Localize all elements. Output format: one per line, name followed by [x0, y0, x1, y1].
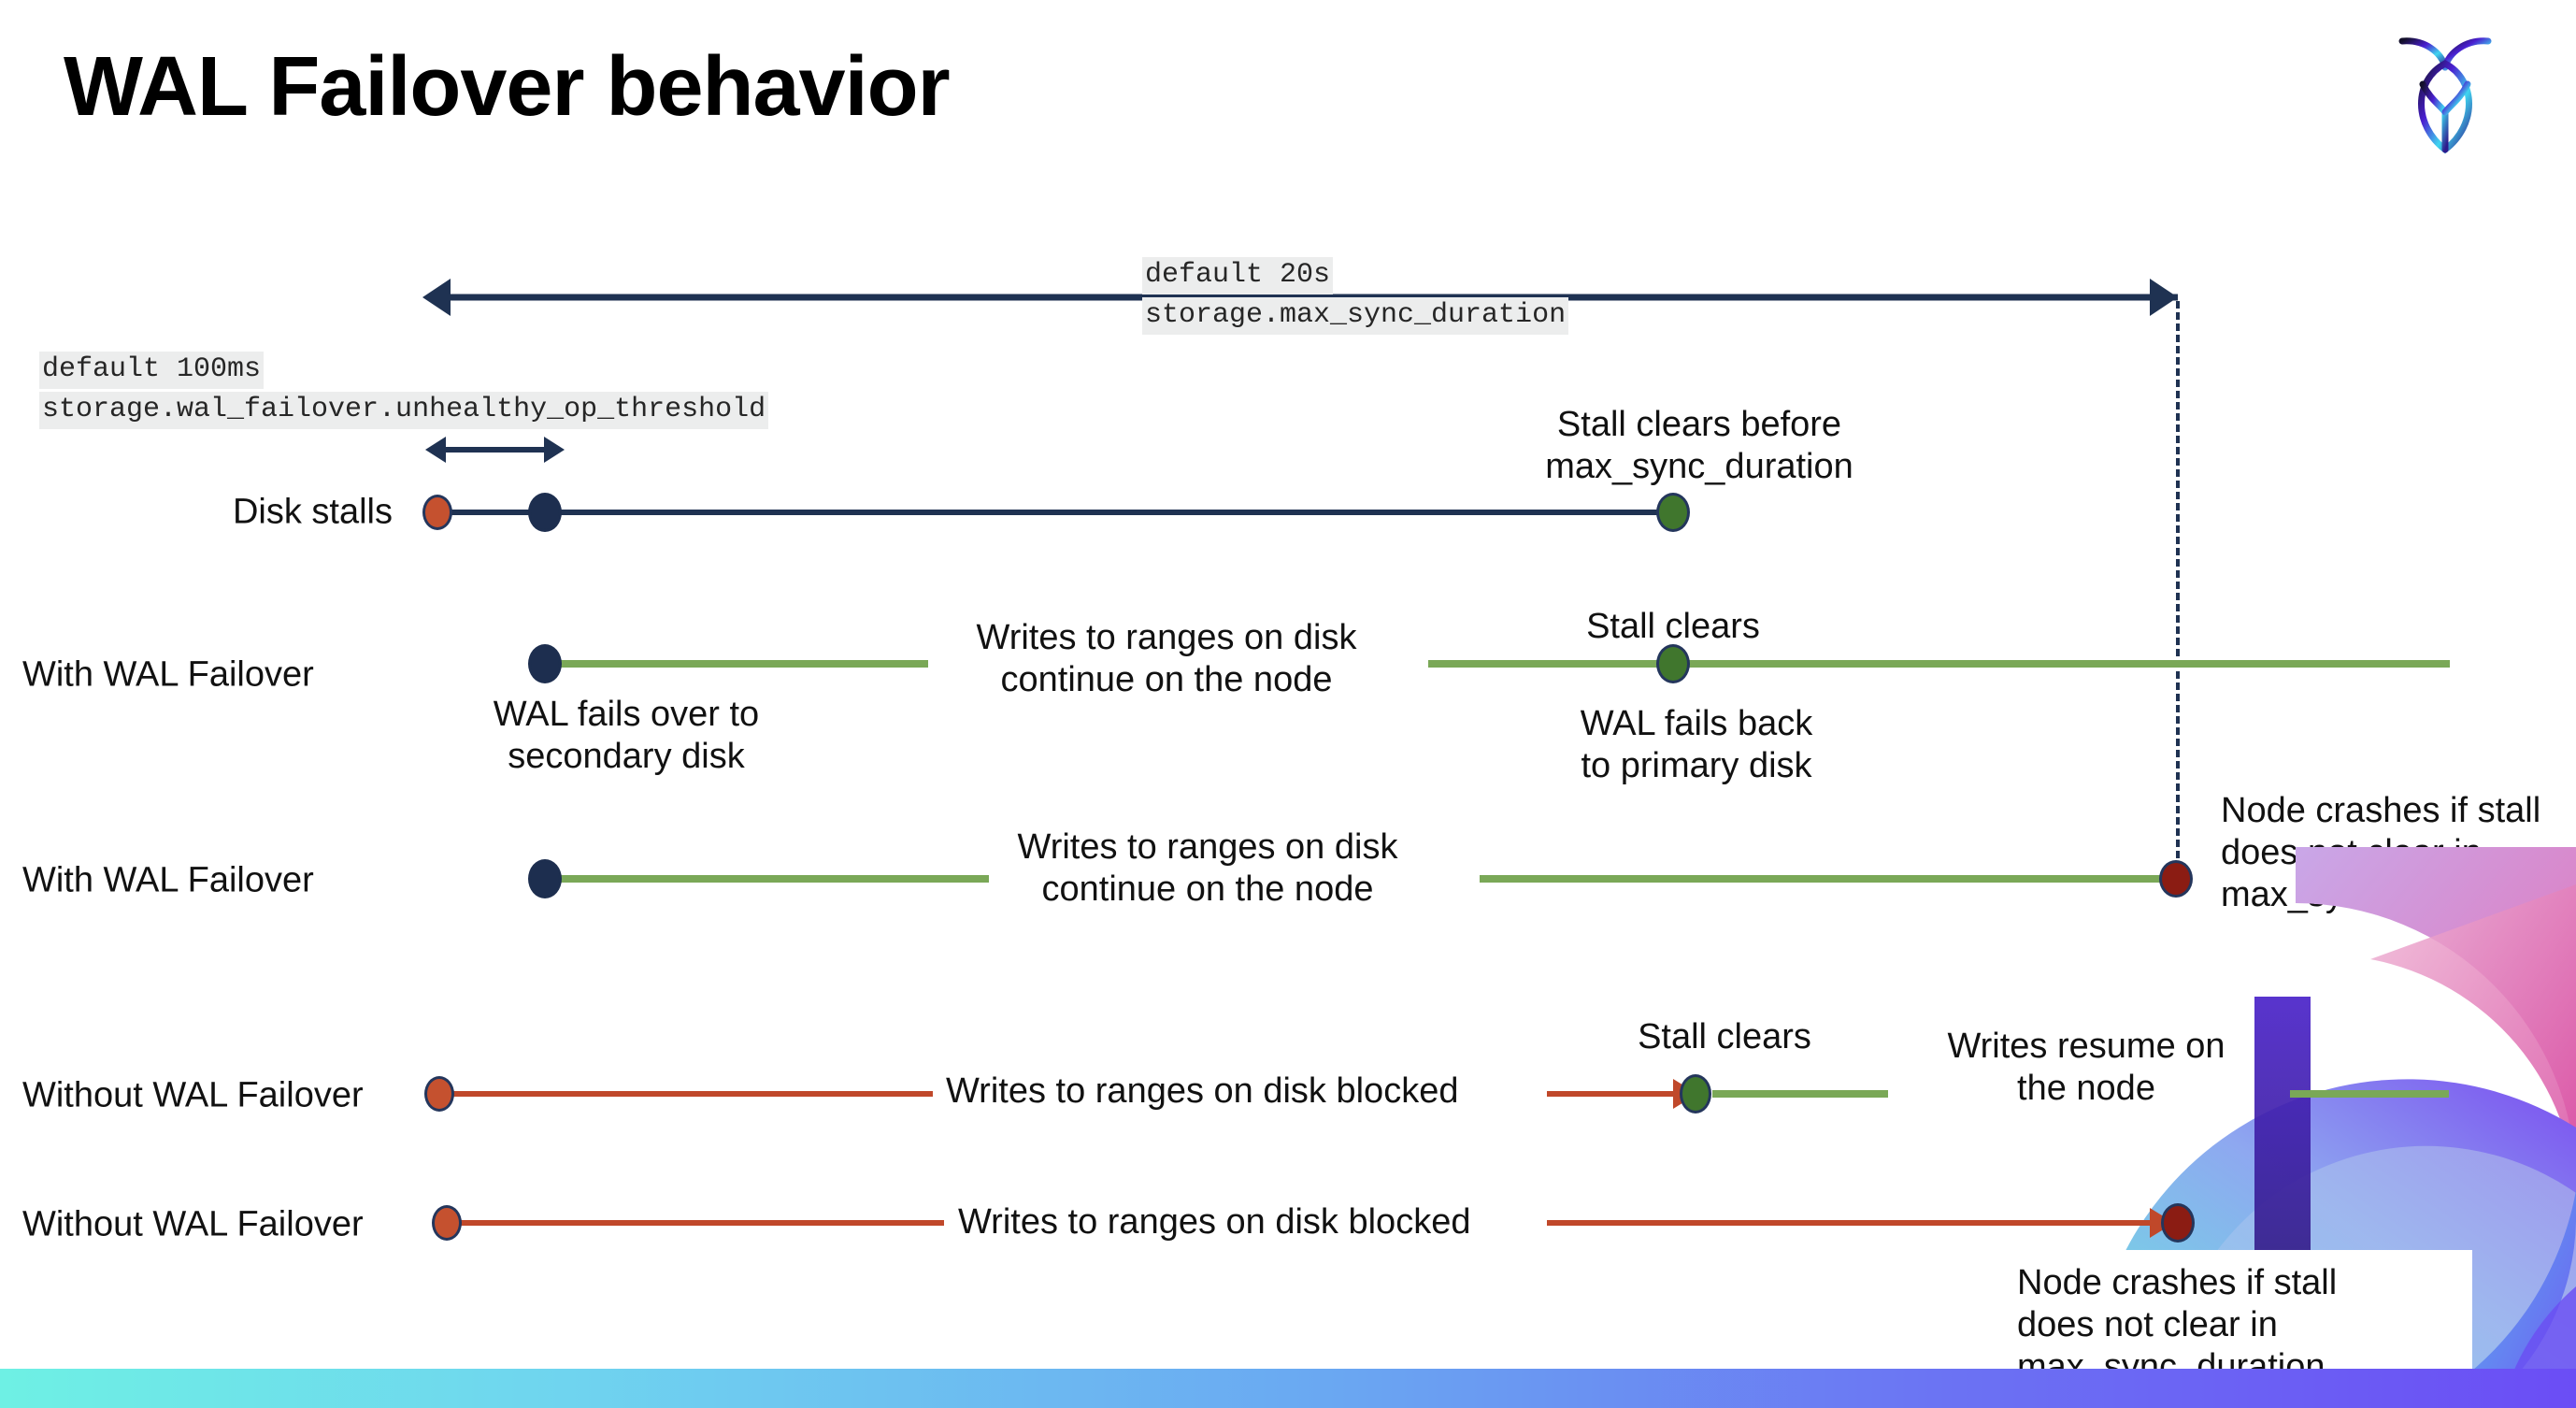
- without-wal-2-start-dot: [432, 1205, 462, 1241]
- without-wal-1-clear-dot: [1680, 1074, 1711, 1113]
- wal-failover-2-crash-dot: [2159, 860, 2193, 898]
- disk-stalls-start-dot: [422, 495, 452, 530]
- annotation-node-crashes-1: Node crashes if stall does not clear in …: [2221, 791, 2541, 914]
- disk-stalls-detected-dot: [528, 493, 562, 532]
- max-sync-setting-label: storage.max_sync_duration: [1142, 297, 1569, 335]
- unhealthy-threshold-setting-label: storage.wal_failover.unhealthy_op_thresh…: [39, 392, 769, 429]
- row-label-with-wal-failover-2: With WAL Failover: [22, 860, 314, 900]
- disk-stalls-clear-dot: [1656, 493, 1690, 532]
- without-wal-1-blocked-left: [437, 1091, 933, 1097]
- threshold-arrow-right-head: [544, 437, 565, 463]
- without-wal-2-crash-dot: [2161, 1203, 2195, 1243]
- row-label-disk-stalls: Disk stalls: [232, 492, 393, 532]
- without-wal-2-blocked-left: [439, 1220, 944, 1226]
- unhealthy-threshold-default-label: default 100ms: [39, 352, 265, 389]
- page-title: WAL Failover behavior: [64, 40, 951, 134]
- threshold-arrow-left-head: [425, 437, 446, 463]
- max-sync-default-label: default 20s: [1142, 257, 1334, 295]
- max-sync-arrow-left-head: [422, 279, 451, 316]
- row-label-with-wal-failover-1: With WAL Failover: [22, 654, 314, 695]
- row-label-without-wal-failover-2: Without WAL Failover: [22, 1204, 364, 1244]
- max-sync-deadline-guide: [2176, 301, 2180, 881]
- annotation-wal-fails-back-to-primary: WAL fails back to primary disk: [1580, 704, 1813, 785]
- annotation-stall-clears-before-max-sync: Stall clears before max_sync_duration: [1545, 405, 1853, 486]
- wal-failover-1-clear-dot: [1656, 644, 1690, 683]
- threshold-span: [444, 447, 547, 453]
- annotation-writes-continue-1: Writes to ranges on disk continue on the…: [976, 618, 1357, 699]
- annotation-stall-clears-1: Stall clears: [1586, 607, 1760, 646]
- max-sync-arrow-right-head: [2150, 279, 2178, 316]
- without-wal-2-blocked-right: [1547, 1220, 2164, 1226]
- annotation-wal-fails-over-to-secondary: WAL fails over to secondary disk: [493, 695, 760, 776]
- annotation-stall-clears-2: Stall clears: [1638, 1017, 1811, 1056]
- bottom-gradient-bar: [0, 1369, 2576, 1408]
- wal-failover-2-track-left: [545, 875, 989, 883]
- disk-stalls-track: [437, 510, 1673, 515]
- without-wal-1-resume-track-2: [2290, 1090, 2449, 1098]
- without-wal-1-resume-track: [1712, 1090, 1888, 1098]
- annotation-writes-blocked-1: Writes to ranges on disk blocked: [946, 1071, 1459, 1111]
- annotation-writes-resume-on-node: Writes resume on the node: [1947, 1027, 2225, 1108]
- annotation-writes-blocked-2: Writes to ranges on disk blocked: [958, 1202, 1471, 1242]
- wal-failover-1-track-left: [545, 660, 928, 668]
- wal-failover-1-track-right: [1428, 660, 2450, 668]
- row-label-without-wal-failover-1: Without WAL Failover: [22, 1075, 364, 1115]
- wal-failover-1-failover-dot: [528, 644, 562, 683]
- cockroachdb-logo: [2389, 26, 2501, 157]
- wal-failover-2-track-right: [1480, 875, 2176, 883]
- annotation-node-crashes-2: Node crashes if stall does not clear in …: [2017, 1263, 2338, 1386]
- without-wal-1-blocked-right: [1547, 1091, 1678, 1097]
- without-wal-1-start-dot: [424, 1076, 454, 1112]
- annotation-writes-continue-2: Writes to ranges on disk continue on the…: [1017, 827, 1398, 909]
- wal-failover-2-failover-dot: [528, 859, 562, 898]
